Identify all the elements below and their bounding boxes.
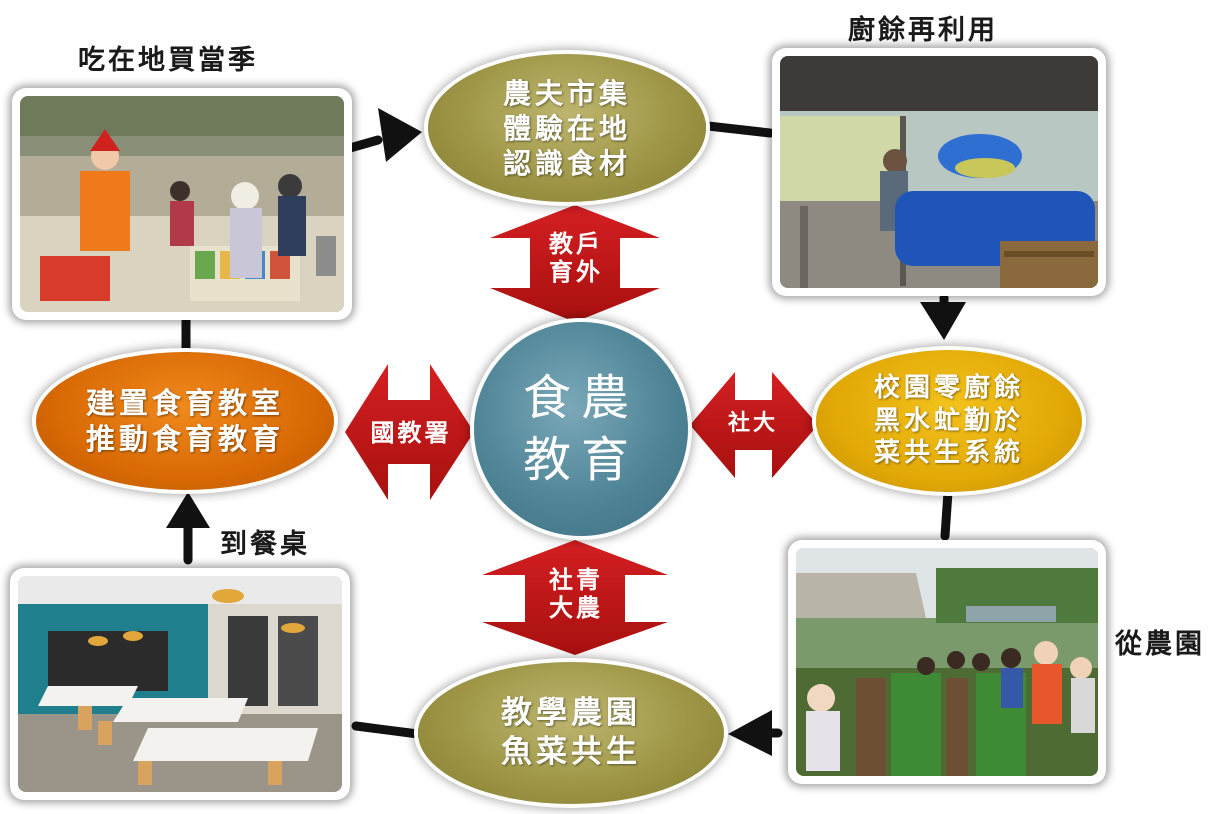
red-arrow-top <box>490 205 660 322</box>
arrowhead-to-market <box>378 108 422 162</box>
node-left-line-1: 建置食育教室 <box>85 385 284 420</box>
node-right-line-2: 黑水虻勤於 <box>873 405 1024 436</box>
connector-bottom-table <box>351 721 423 739</box>
red-arrow-right <box>690 372 818 478</box>
node-top-line-2: 體驗在地 <box>502 111 631 145</box>
dining-scene-image <box>18 576 342 792</box>
center-line-2: 教育 <box>522 432 639 488</box>
node-food-classroom: 建置食育教室 推動食育教育 <box>36 352 334 490</box>
connector-right-farm <box>940 487 953 541</box>
photo-farm <box>788 540 1106 784</box>
farm-scene-image <box>796 548 1098 776</box>
node-farmers-market: 農夫市集 體驗在地 認識食材 <box>428 54 706 202</box>
node-right-line-3: 菜共生系統 <box>873 438 1024 469</box>
center-line-1: 食農 <box>522 369 639 426</box>
node-food-agriculture-education: 食農 教育 <box>474 322 688 536</box>
caption-market: 吃在地買當季 <box>78 45 258 76</box>
arrow-bottom-line-2: 大農 <box>549 592 603 622</box>
node-bottom-line-2: 魚菜共生 <box>501 734 641 770</box>
arrow-bottom-line-1: 社青 <box>549 565 603 594</box>
caption-table: 到餐桌 <box>220 529 310 560</box>
red-arrow-bottom <box>482 540 668 655</box>
arrow-right-line-1: 社大 <box>727 410 778 436</box>
node-left-line-2: 推動食育教育 <box>85 422 284 456</box>
node-top-line-1: 農夫市集 <box>502 76 631 110</box>
arrowhead-to-left-node <box>166 492 210 528</box>
node-zero-waste: 校園零廚餘 黑水虻勤於 菜共生系統 <box>816 350 1082 492</box>
caption-compost: 廚餘再利用 <box>848 15 998 46</box>
node-bottom-line-1: 教學農園 <box>501 695 641 732</box>
connector-market-compost <box>703 121 775 138</box>
node-top-line-3: 認識食材 <box>502 146 631 180</box>
photo-farmers-market <box>12 88 352 320</box>
arrow-label-left: 國教署 <box>363 419 459 447</box>
node-teaching-farm: 教學農園 魚菜共生 <box>418 662 724 804</box>
arrowhead-to-right-node <box>920 302 966 340</box>
arrow-left-line-1: 國教署 <box>370 418 452 447</box>
arrow-label-bottom: 社青 大農 <box>536 566 616 621</box>
node-right-line-1: 校園零廚餘 <box>873 373 1024 404</box>
arrow-top-line-1: 教戶 <box>549 229 603 258</box>
caption-farm: 從農園 <box>1115 629 1205 660</box>
arrow-top-line-2: 育外 <box>549 256 603 286</box>
connector-photo-market <box>345 135 383 153</box>
arrow-label-top: 教戶 育外 <box>536 230 616 285</box>
arrowhead-to-bottom-node <box>728 710 772 756</box>
compost-scene-image <box>780 56 1098 288</box>
red-arrow-left <box>345 364 474 500</box>
photo-compost <box>772 48 1106 296</box>
market-scene-image <box>20 96 344 312</box>
photo-dining-room <box>10 568 350 800</box>
arrow-label-right: 社大 <box>718 410 788 436</box>
